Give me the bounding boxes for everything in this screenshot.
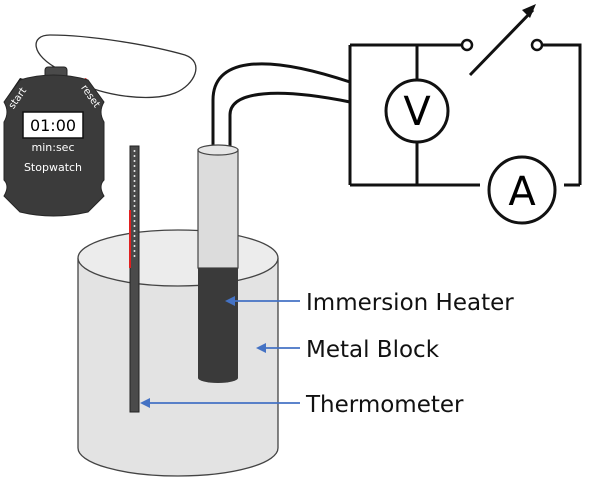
heater-element <box>198 268 238 383</box>
heater-upper-casing <box>197 149 239 269</box>
stopwatch-body <box>3 74 105 217</box>
stopwatch-name: Stopwatch <box>24 161 82 174</box>
thermometer-label: Thermometer <box>305 392 464 418</box>
ammeter-circle <box>487 155 557 225</box>
heater-lead-1 <box>211 62 351 150</box>
metal-block-body <box>77 258 279 477</box>
thermometer <box>129 145 140 413</box>
circuit <box>211 43 582 187</box>
switch-terminal-left <box>460 38 474 52</box>
label-arrows <box>140 296 300 408</box>
immersion-heater <box>197 144 239 383</box>
heater-arrowhead <box>225 296 235 306</box>
switch-arrowhead <box>522 4 536 18</box>
ammeter: A <box>487 155 557 225</box>
heater-cap <box>197 144 239 156</box>
heater-label: Immersion Heater <box>306 290 514 316</box>
thermometer-tube <box>129 145 140 413</box>
stopwatch-lanyard <box>35 34 197 99</box>
voltmeter-circle <box>384 78 450 144</box>
switch-terminal-right <box>530 38 544 52</box>
metal-block <box>77 229 279 477</box>
stopwatch-time: 01:00 <box>30 116 76 135</box>
voltmeter: V <box>384 78 450 144</box>
metal-block-top <box>77 229 279 287</box>
heater-lead-2 <box>228 91 351 150</box>
stopwatch: start reset 01:00 min:sec Stopwatch <box>3 34 197 217</box>
thermometer-arrowhead <box>140 398 150 408</box>
switch-lever[interactable] <box>468 8 535 77</box>
block-label: Metal Block <box>306 337 440 363</box>
circuit-top-right-wire <box>542 43 582 185</box>
block-arrowhead <box>256 343 266 353</box>
voltmeter-symbol: V <box>403 89 431 135</box>
switch[interactable] <box>460 4 544 77</box>
stopwatch-unit: min:sec <box>32 141 75 154</box>
stopwatch-display <box>22 111 84 139</box>
ammeter-symbol: A <box>508 169 536 215</box>
